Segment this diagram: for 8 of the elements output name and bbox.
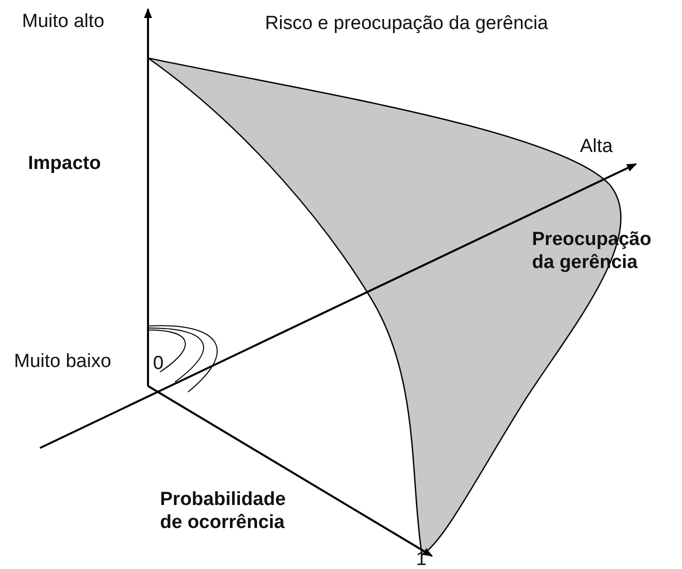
axis-end-label: Muito baixo bbox=[14, 350, 112, 373]
axis-title: Probabilidade de ocorrência bbox=[160, 488, 287, 534]
axis-end-label: Muito alto bbox=[22, 10, 104, 33]
tick-label: 0 bbox=[153, 352, 164, 375]
axis-title: Impacto bbox=[28, 152, 101, 175]
tick-label: 1 bbox=[416, 548, 427, 569]
chart-title: Risco e preocupação da gerência bbox=[265, 12, 548, 35]
axis-end-label: Alta bbox=[580, 135, 613, 158]
